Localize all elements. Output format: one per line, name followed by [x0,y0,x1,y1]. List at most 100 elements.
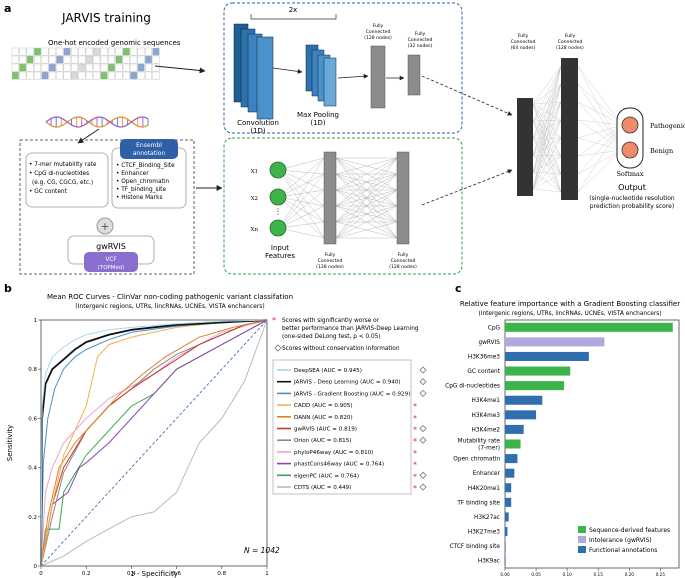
fi-category-label: H3K9ac [478,559,500,565]
onehot-cell [115,63,123,72]
y-tick-label: 0.4 [28,466,37,472]
dense-edge [335,189,398,239]
roc-subtitle: (Intergenic regions, UTRs, lincRNAs, UCN… [75,303,264,310]
onehot-cell [85,63,93,72]
onehot-cell [100,71,108,80]
onehot-cell [11,55,19,64]
merge-edge [532,65,562,190]
merge-edge [577,101,623,151]
legend-label: JARVIS - Deep Learning (AUC = 0.940) [293,380,401,386]
dense-edge [278,196,325,239]
onehot-cell [152,63,160,72]
onehot-cell [70,71,78,80]
merge-edge [532,65,562,105]
onehot-cell [34,63,42,72]
onehot-cell [11,47,19,56]
legend-label: CADD (AUC = 0.905) [294,403,353,409]
onehot-cell [70,55,78,64]
merge-edge [532,83,562,190]
dense-edge [278,169,325,239]
fi-category-label: (7-mer) [478,446,500,452]
onehot-cell [56,71,64,80]
onehot-cell [70,47,78,56]
fi-bar [505,395,543,405]
dense-fc1-label: Fully [325,252,336,258]
dense-edge [335,157,398,239]
onehot-cell [137,71,145,80]
merge-edge [532,137,562,173]
onehot-cell [56,47,64,56]
onehot-cell [78,55,86,64]
legend-label: Orion (AUC = 0.815) [294,438,351,444]
dense-edge [278,173,325,229]
plus-symbol: + [100,220,109,233]
merge-edge [577,124,623,157]
benign-label: Benign [650,147,673,155]
cnn-fc2-label: Fully [415,31,426,37]
legend-label: phastCons46way (AUC = 0.764) [294,462,384,468]
roc-curve-series [40,319,268,567]
fi-x-tick-label: 0.00 [500,572,510,577]
merge-network [532,65,623,193]
onehot-cell [130,71,138,80]
merge-fc64-label: Fully [518,33,529,39]
y-tick-label: 0 [34,564,38,570]
fi-legend-swatch [578,536,586,543]
pooling-stack [305,44,337,107]
onehot-cell [34,47,42,56]
cnn-to-merge-arrow [421,75,513,116]
merge-edge [577,124,623,139]
onehot-cell [63,47,71,56]
x-axis-label: 1 - Specificity [130,570,178,578]
fi-category-label: H3K36me3 [468,354,500,360]
merge-edge [532,120,562,175]
onehot-cell [122,55,130,64]
panel-b: b Mean ROC Curves - ClinVar non-coding p… [4,282,427,578]
legend-star-icon: * [413,472,417,481]
fi-category-label: H3K27ac [474,515,500,521]
input-dots: ⋮ [274,207,282,216]
merge-edge [532,101,562,105]
onehot-cell [85,55,93,64]
onehot-cell [85,47,93,56]
legend-diamond-icon [419,424,427,433]
fi-category-label: CTCF binding site [450,544,501,550]
merge-edge [532,120,562,193]
merge-edge [577,149,623,175]
merge-edge [577,83,623,126]
fi-legend-swatch [578,526,586,533]
legend-star-icon: * [413,484,417,493]
merge-edge [532,119,562,122]
dna-strand [45,116,149,128]
onehot-cell [26,71,34,80]
fi-bar [505,541,506,551]
merge-edge [532,137,562,156]
merge-edge [532,120,562,139]
merge-edge [532,101,562,139]
input-features-label: Features [265,252,295,260]
merge-edge [577,119,623,151]
note-star-line: Scores with significantly worse or [282,318,380,324]
merge-edge [532,65,562,122]
fi-category-label: H3K27me3 [468,530,500,536]
dense-edge [278,169,325,223]
fi-category-label: TF binding site [456,500,500,506]
onehot-title: One-hot encoded genomic sequences [48,39,181,47]
dense-edge [335,205,398,239]
merge-edge [577,83,623,151]
merge-edge [532,103,562,175]
merge-fc128-label: Fully [565,33,576,39]
features-box [19,139,195,275]
legend-star-icon: * [413,449,417,458]
ensembl-item: • Enhancer [116,171,149,177]
dense-edge [335,173,398,239]
pool-label: Max Pooling [297,111,339,119]
legend-star-icon: * [413,426,417,435]
output-sub: (single-nucleotide resolution [589,195,675,202]
onehot-cell [93,71,101,80]
dense-edge [278,189,325,229]
onehot-cell [122,63,130,72]
roc-curve-series [40,319,268,567]
fi-category-label: H3K4me3 [472,413,501,419]
fi-x-tick-label: 0.15 [594,572,604,577]
